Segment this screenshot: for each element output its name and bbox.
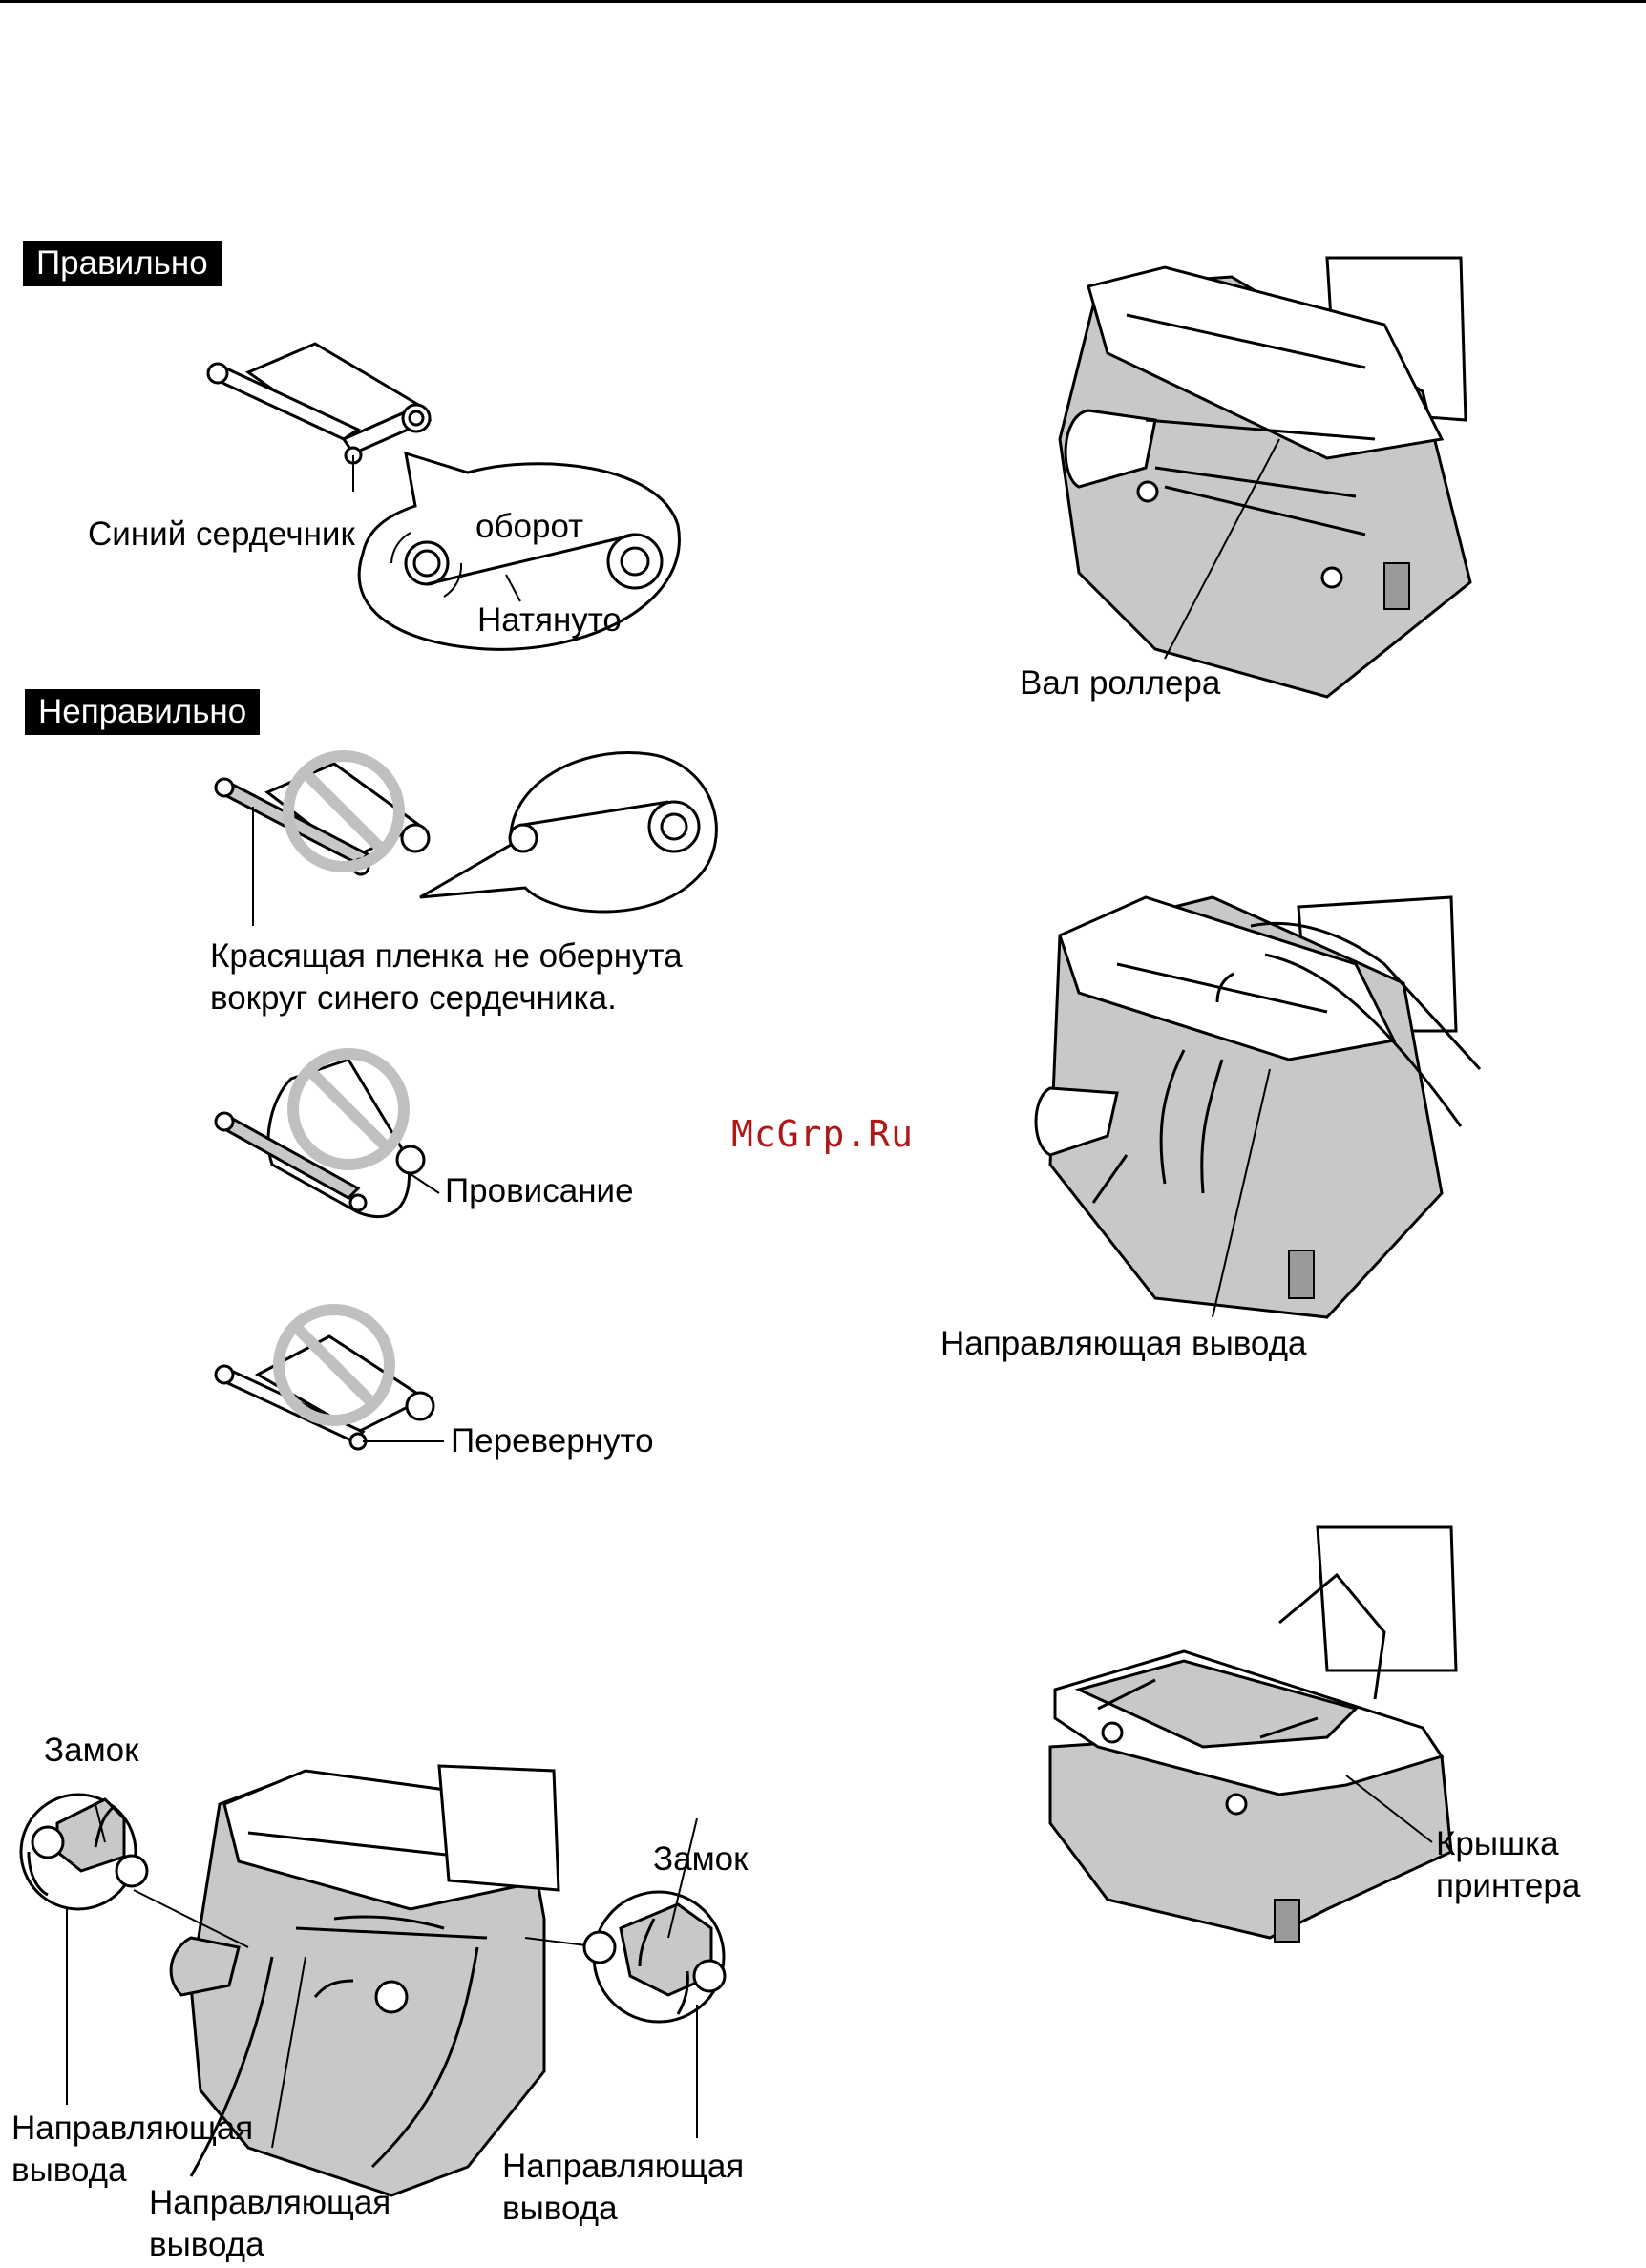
taut-label: Натянуто <box>477 599 622 641</box>
output-guide-label: Направляющая вывода <box>940 1323 1307 1365</box>
lock-left-label: Замок <box>44 1730 138 1772</box>
lock-right-label: Замок <box>653 1838 748 1880</box>
not-wrapped-label-2: вокруг синего сердечника. <box>210 977 617 1019</box>
not-wrapped-illustration <box>200 735 745 935</box>
watermark: McGrp.Ru <box>731 1113 914 1155</box>
guide-left-label-2: вывода <box>11 2150 127 2192</box>
guide-right-label-2: вывода <box>502 2188 618 2230</box>
roller-shaft-illustration <box>1041 248 1499 706</box>
not-wrapped-label-1: Красящая пленка не обернута <box>210 935 683 977</box>
correct-ribbon-illustration <box>191 325 726 678</box>
guide-right-label-1: Направляющая <box>502 2146 744 2188</box>
blue-core-label: Синий сердечник <box>88 514 355 556</box>
incorrect-tag: Неправильно <box>25 689 260 735</box>
output-guide-illustration <box>1022 878 1499 1336</box>
reversed-label: Перевернуто <box>451 1420 654 1462</box>
roller-shaft-label: Вал роллера <box>1020 662 1220 704</box>
guide-center-label-2: вывода <box>149 2224 264 2266</box>
turn-label: оборот <box>475 506 583 548</box>
top-rule <box>0 0 1646 3</box>
correct-tag: Правильно <box>23 241 222 286</box>
slack-label: Провисание <box>445 1170 634 1212</box>
guide-center-label-1: Направляющая <box>149 2182 390 2224</box>
printer-cover-illustration <box>1041 1518 1461 1938</box>
reversed-illustration <box>205 1308 454 1470</box>
printer-cover-label-1: Крышка <box>1436 1823 1559 1865</box>
guide-left-label-1: Направляющая <box>11 2108 253 2150</box>
slack-illustration <box>205 1040 454 1250</box>
printer-cover-label-2: принтера <box>1436 1865 1580 1907</box>
